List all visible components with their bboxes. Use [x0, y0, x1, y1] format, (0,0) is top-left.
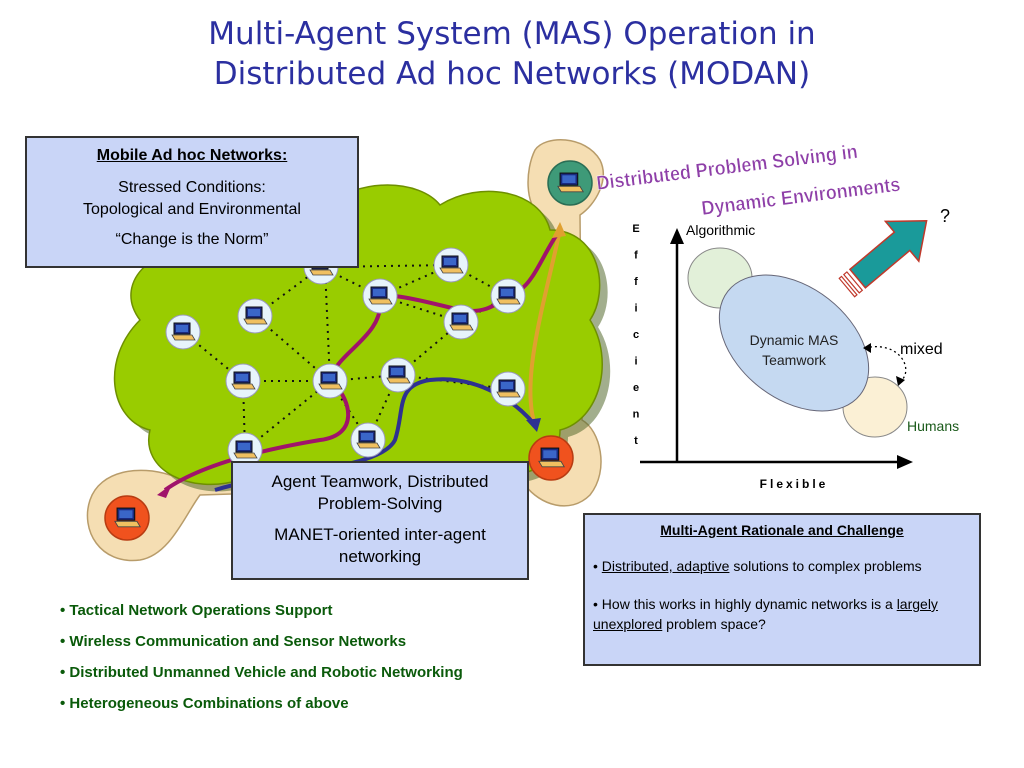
rationale-b2-underlined: largely unexplored — [593, 596, 938, 632]
laptop-node-icon — [237, 298, 273, 334]
dynamic-mas-label-2: Teamwork — [762, 352, 827, 368]
growth-arrow-icon — [838, 219, 928, 298]
dynamic-mas-ellipse — [718, 274, 870, 412]
bullet-item: • Tactical Network Operations Support — [60, 602, 333, 619]
rationale-box: Multi-Agent Rationale and Challenge • Di… — [583, 513, 981, 666]
agent-line-4: networking — [338, 547, 422, 566]
manet-box: Mobile Ad hoc Networks: Stressed Conditi… — [25, 136, 359, 268]
humans-label: Humans — [907, 418, 959, 434]
manet-line-1: Stressed Conditions: — [118, 179, 266, 196]
bullet-item: • Distributed Unmanned Vehicle and Robot… — [60, 664, 463, 681]
bullet-item: • Heterogeneous Combinations of above — [60, 695, 349, 712]
rationale-heading: Multi-Agent Rationale and Challenge — [660, 522, 904, 538]
agent-teamwork-box: Agent Teamwork, Distributed Problem-Solv… — [231, 461, 529, 580]
laptop-node-icon — [380, 357, 416, 393]
bullet-item: • Wireless Communication and Sensor Netw… — [60, 633, 407, 650]
base-station-icon — [528, 435, 574, 481]
mixed-label: mixed — [900, 341, 943, 358]
laptop-node-icon — [350, 422, 386, 458]
rationale-b1-rest: solutions to complex problems — [729, 558, 922, 574]
base-station-icon — [547, 160, 593, 206]
manet-heading: Mobile Ad hoc Networks: — [96, 147, 288, 164]
manet-quote: “Change is the Norm” — [115, 231, 269, 248]
laptop-node-icon — [490, 371, 526, 407]
laptop-node-icon — [443, 304, 479, 340]
wordart-heading: Distributed Problem Solving in Dynamic E… — [595, 141, 902, 221]
dynamic-mas-label-1: Dynamic MAS — [750, 332, 839, 348]
base-station-icon — [104, 495, 150, 541]
page-title: Multi-Agent System (MAS) Operation in Di… — [0, 14, 1024, 94]
rationale-b2-rest: problem space? — [662, 616, 766, 632]
rationale-b2-prefix: • How this works in highly dynamic netwo… — [593, 596, 897, 612]
title-line-2: Distributed Ad hoc Networks (MODAN) — [213, 56, 811, 92]
manet-line-2: Topological and Environmental — [83, 201, 301, 218]
gold-path — [528, 229, 562, 426]
application-bullets: • Tactical Network Operations Support • … — [60, 602, 463, 726]
x-axis-label: Flexible — [760, 477, 829, 491]
wordart-line-2: Dynamic Environments — [700, 174, 901, 220]
laptop-node-icon — [312, 363, 348, 399]
laptop-node-icon — [225, 363, 261, 399]
question-mark: ? — [940, 206, 950, 226]
algorithmic-label: Algorithmic — [686, 222, 755, 238]
rationale-b1-underlined: Distributed, adaptive — [601, 558, 730, 574]
rationale-bullet-1: • Distributed, adaptive solutions to com… — [593, 556, 971, 576]
laptop-node-icon — [433, 247, 469, 283]
title-line-1: Multi-Agent System (MAS) Operation in — [208, 16, 816, 52]
agent-line-3: MANET-oriented inter-agent — [274, 525, 486, 544]
rationale-b1-prefix: • — [593, 558, 602, 574]
mas-chart — [640, 219, 928, 469]
laptop-node-icon — [165, 314, 201, 350]
laptop-node-icon — [362, 278, 398, 314]
laptop-node-icon — [490, 278, 526, 314]
agent-line-2: Problem-Solving — [317, 494, 443, 513]
agent-line-1: Agent Teamwork, Distributed — [271, 472, 489, 491]
rationale-bullet-2: • How this works in highly dynamic netwo… — [593, 594, 971, 634]
